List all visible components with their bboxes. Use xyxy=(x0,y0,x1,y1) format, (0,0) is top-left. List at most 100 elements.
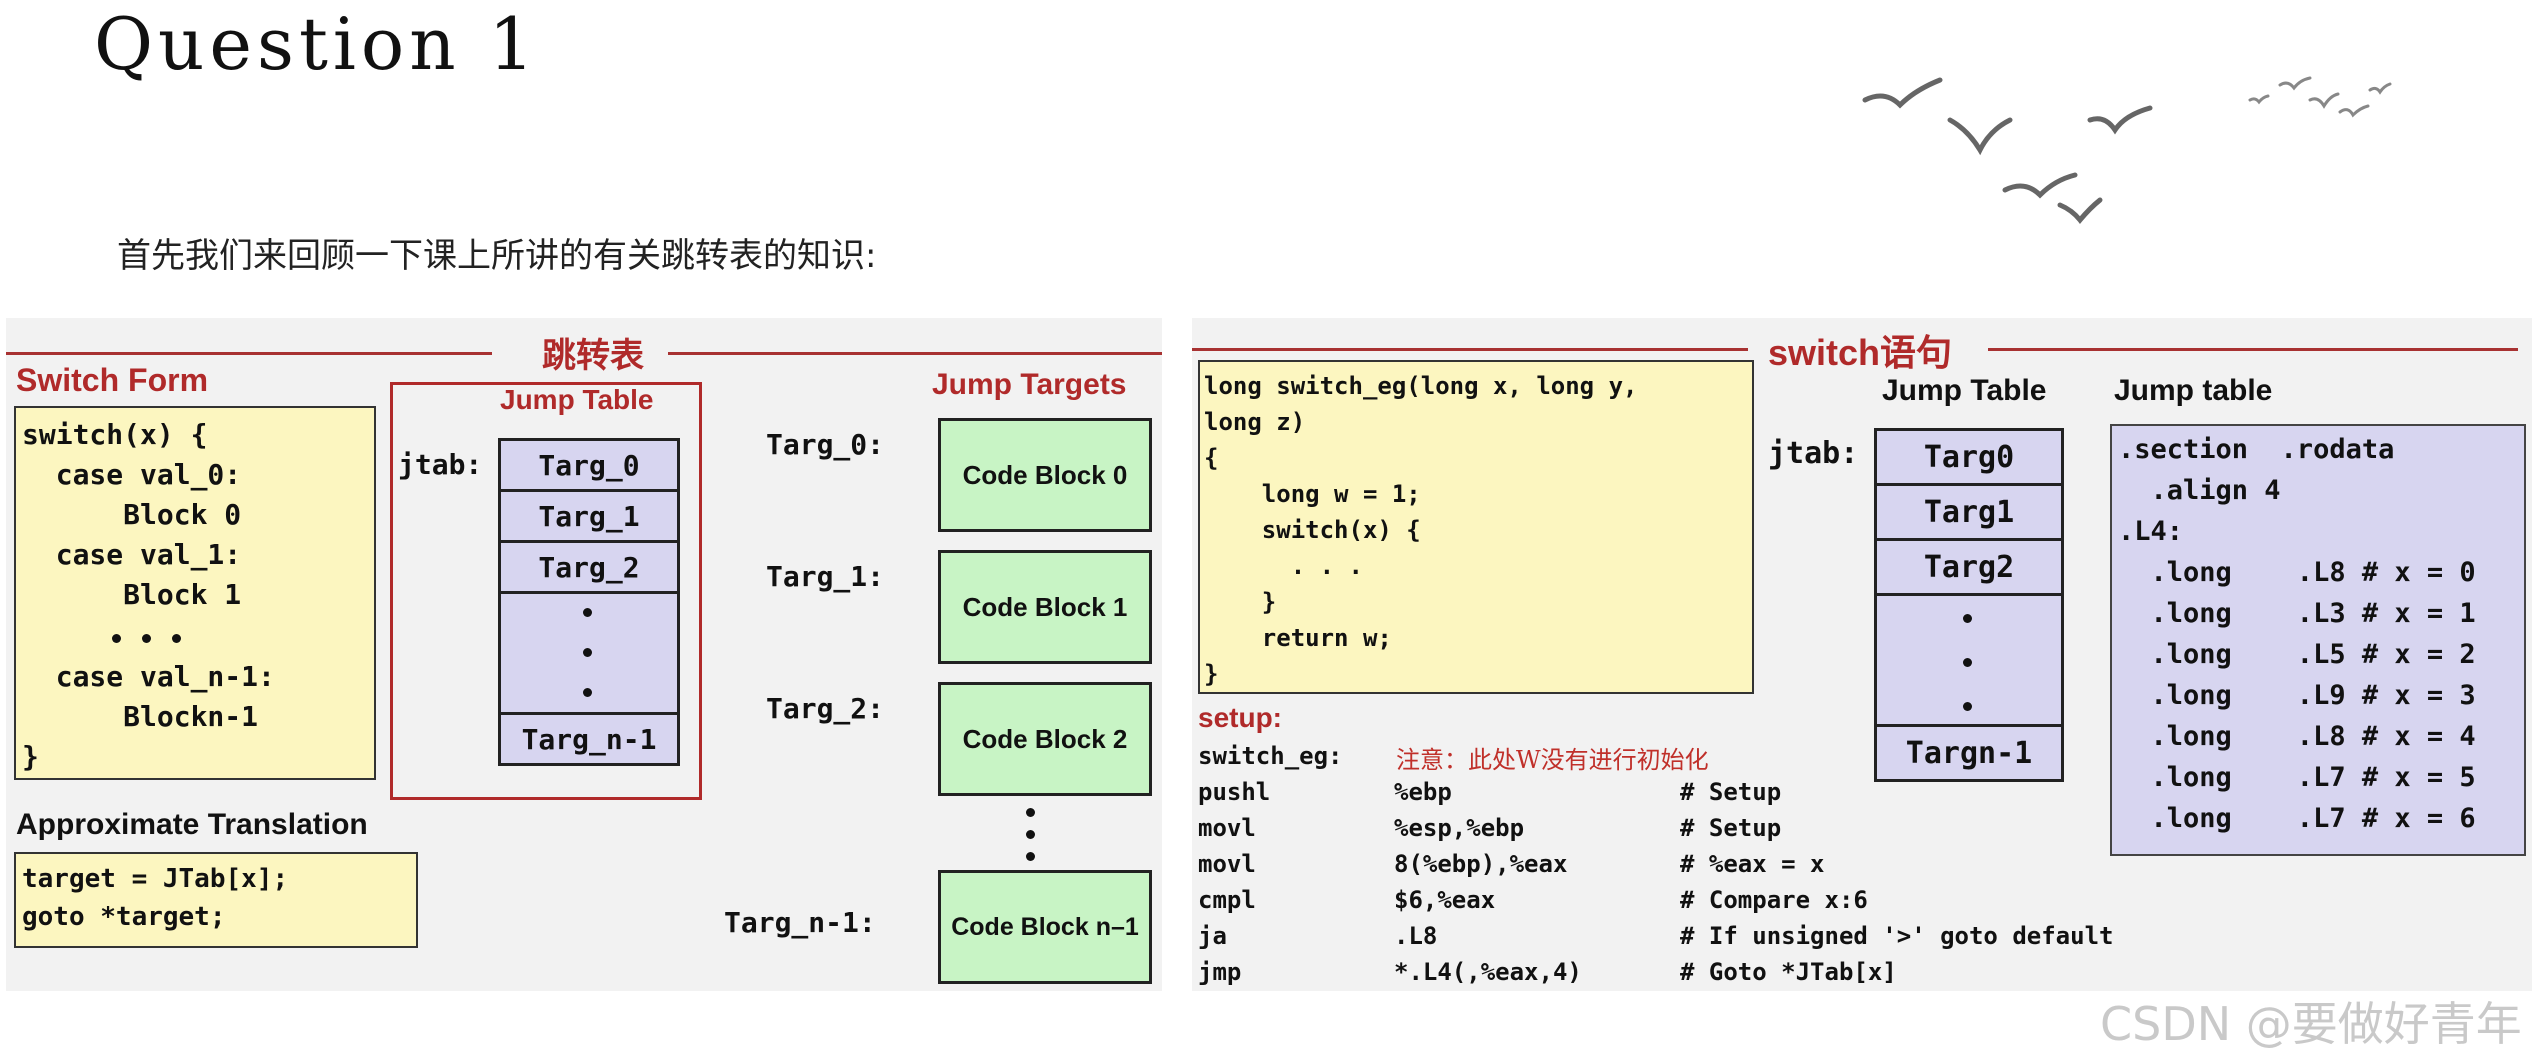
asm-op: jmp xyxy=(1198,958,1242,986)
jump-table-entry: Targ_0 xyxy=(498,438,680,492)
asm-comment: # %eax = x xyxy=(1680,850,1825,878)
code-line: long switch_eg(long x, long y, xyxy=(1204,372,1638,400)
jump-table-entry-last: Targ_n-1 xyxy=(498,712,680,766)
ellipsis-dot xyxy=(142,634,151,643)
target-label: Targ_0: xyxy=(766,428,885,461)
ellipsis-dot xyxy=(1963,658,1972,667)
code-line: .align 4 xyxy=(2118,475,2281,506)
code-line: .long .L9 # x = 3 xyxy=(2118,680,2476,711)
jump-table-entry-last: Targn-1 xyxy=(1874,724,2064,782)
switch-eg-label: switch_eg: xyxy=(1198,742,1343,770)
jump-table-entry: Targ0 xyxy=(1874,428,2064,486)
jump-table-ellipsis xyxy=(498,591,680,715)
asm-op: cmpl xyxy=(1198,886,1256,914)
jtab-label: jtab: xyxy=(1768,436,1859,471)
code-line: goto *target; xyxy=(22,902,226,932)
code-line: Block 1 xyxy=(22,578,242,611)
code-line: .long .L3 # x = 1 xyxy=(2118,598,2476,629)
code-line: case val_n-1: xyxy=(22,660,275,693)
code-line: .L4: xyxy=(2118,516,2184,547)
code-line: .long .L8 # x = 4 xyxy=(2118,721,2476,752)
ellipsis-dot xyxy=(583,688,592,697)
asm-args: 8(%ebp),%eax xyxy=(1394,850,1568,878)
code-line: Blockn-1 xyxy=(22,700,259,733)
ellipsis-dot xyxy=(583,608,592,617)
intro-text: 首先我们来回顾一下课上所讲的有关跳转表的知识: xyxy=(117,236,877,276)
target-label: Targ_2: xyxy=(766,692,885,725)
code-line: switch(x) { xyxy=(1204,516,1421,544)
asm-op: ja xyxy=(1198,922,1227,950)
jump-table-entry: Targ2 xyxy=(1874,538,2064,596)
asm-args: .L8 xyxy=(1394,922,1438,950)
banner-line-left xyxy=(1192,348,1748,351)
code-line: target = JTab[x]; xyxy=(22,864,289,894)
code-line: } xyxy=(1204,588,1277,616)
page-title: Question 1 xyxy=(94,2,540,86)
code-line: { xyxy=(1204,444,1219,472)
ellipsis-dot xyxy=(112,634,121,643)
asm-comment: # Setup xyxy=(1680,814,1782,842)
asm-comment: # If unsigned '>' goto default xyxy=(1680,922,2114,950)
ellipsis-dot xyxy=(1026,852,1035,861)
asm-args: %esp,%ebp xyxy=(1394,814,1525,842)
code-line: .section .rodata xyxy=(2118,434,2395,465)
approx-translation-heading: Approximate Translation xyxy=(16,808,368,841)
code-line: .long .L7 # x = 5 xyxy=(2118,762,2476,793)
asm-op: movl xyxy=(1198,814,1256,842)
ellipsis-dot xyxy=(1026,830,1035,839)
code-line: } xyxy=(22,740,39,773)
left-banner-title: 跳转表 xyxy=(542,337,644,375)
jump-table-ellipsis xyxy=(1874,593,2064,727)
switch-form-heading: Switch Form xyxy=(16,362,209,398)
ellipsis-dot xyxy=(172,634,181,643)
code-line: long z) xyxy=(1204,408,1306,436)
asm-args: $6,%eax xyxy=(1394,886,1496,914)
ellipsis-dot xyxy=(1963,702,1972,711)
code-line: .long .L7 # x = 6 xyxy=(2118,803,2476,834)
jump-table-asm-heading: Jump table xyxy=(2114,374,2273,407)
asm-args: %ebp xyxy=(1394,778,1452,806)
code-line: .long .L5 # x = 2 xyxy=(2118,639,2476,670)
code-line: .long .L8 # x = 0 xyxy=(2118,557,2476,588)
code-line: long w = 1; xyxy=(1204,480,1421,508)
ellipsis-dot xyxy=(583,648,592,657)
jtab-label: jtab: xyxy=(398,448,483,481)
code-block: Code Block 2 xyxy=(938,682,1152,796)
code-block: Code Block 1 xyxy=(938,550,1152,664)
target-label: Targ_1: xyxy=(766,560,885,593)
banner-line-right xyxy=(668,352,1162,355)
setup-heading: setup: xyxy=(1198,702,1282,733)
jump-targets-heading: Jump Targets xyxy=(932,368,1127,401)
jump-table-asm-box: .section .rodata .align 4 .L4: .long .L8… xyxy=(2110,424,2526,856)
asm-op: pushl xyxy=(1198,778,1271,806)
jump-table-frame xyxy=(390,382,702,800)
code-line: case val_1: xyxy=(22,538,242,571)
jump-table-entry: Targ_2 xyxy=(498,540,680,594)
csdn-watermark: CSDN @要做好青年 xyxy=(2100,997,2522,1051)
birds-decoration xyxy=(1862,76,2392,224)
ellipsis-dot xyxy=(1026,808,1035,817)
right-banner-title: switch语句 xyxy=(1768,332,1953,373)
note-text: 注意：此处W没有进行初始化 xyxy=(1396,746,1709,774)
asm-comment: # Setup xyxy=(1680,778,1782,806)
code-line: case val_0: xyxy=(22,458,242,491)
right-slide-panel: switch语句 long switch_eg(long x, long y, … xyxy=(1192,318,2532,991)
banner-line-left xyxy=(6,352,492,355)
asm-op: movl xyxy=(1198,850,1256,878)
asm-comment: # Goto *JTab[x] xyxy=(1680,958,1897,986)
code-line: Block 0 xyxy=(22,498,242,531)
code-block: Code Block n–1 xyxy=(938,870,1152,984)
jump-table-entry: Targ1 xyxy=(1874,483,2064,541)
switch-eg-code: long switch_eg(long x, long y, long z) {… xyxy=(1198,360,1754,694)
jump-table-heading: Jump Table xyxy=(500,384,654,415)
code-line: . . . xyxy=(1204,552,1363,580)
code-line: } xyxy=(1204,660,1219,688)
asm-args: *.L4(,%eax,4) xyxy=(1394,958,1582,986)
asm-comment: # Compare x:6 xyxy=(1680,886,1868,914)
jump-table-entry: Targ_1 xyxy=(498,489,680,543)
target-label: Targ_n-1: xyxy=(724,906,876,939)
approx-translation-code: target = JTab[x]; goto *target; xyxy=(14,852,418,948)
left-slide-panel: 跳转表 Switch Form switch(x) { case val_0: … xyxy=(6,318,1162,991)
code-block: Code Block 0 xyxy=(938,418,1152,532)
code-line: return w; xyxy=(1204,624,1392,652)
